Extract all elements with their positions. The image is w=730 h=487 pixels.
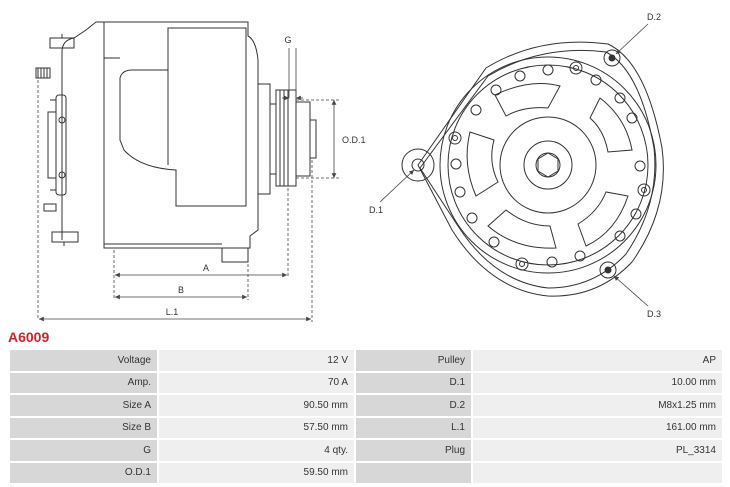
spec-key: G (10, 440, 157, 461)
spec-key: Plug (356, 440, 471, 461)
spec-key: Pulley (356, 350, 471, 371)
spec-value: 4 qty. (159, 440, 354, 461)
spec-value: M8x1.25 mm (473, 395, 722, 416)
label-d3: D.3 (647, 309, 661, 319)
label-d1: D.1 (369, 205, 383, 215)
spec-table: Voltage 12 V Pulley AP Amp. 70 A D.1 10.… (8, 348, 724, 485)
spec-value: 57.50 mm (159, 417, 354, 438)
table-row: Voltage 12 V Pulley AP (10, 350, 722, 371)
spec-value (473, 462, 722, 483)
table-row: Size A 90.50 mm D.2 M8x1.25 mm (10, 395, 722, 416)
label-d2: D.2 (647, 12, 661, 22)
spec-value: 70 A (159, 372, 354, 393)
table-row: O.D.1 59.50 mm (10, 462, 722, 483)
extension-lines (37, 80, 313, 322)
label-od1: O.D.1 (342, 135, 366, 145)
spec-value: 161.00 mm (473, 417, 722, 438)
spec-value: 10.00 mm (473, 372, 722, 393)
spec-key: D.1 (356, 372, 471, 393)
spec-value: AP (473, 350, 722, 371)
table-row: Size B 57.50 mm L.1 161.00 mm (10, 417, 722, 438)
spec-value: 90.50 mm (159, 395, 354, 416)
spec-key: Size A (10, 395, 157, 416)
table-row: Amp. 70 A D.1 10.00 mm (10, 372, 722, 393)
table-row: G 4 qty. Plug PL_3314 (10, 440, 722, 461)
spec-key: Size B (10, 417, 157, 438)
label-g: G (284, 35, 291, 45)
spec-value: 59.50 mm (159, 462, 354, 483)
spec-key: Voltage (10, 350, 157, 371)
dimension-od1 (296, 99, 340, 179)
dimension-g (282, 48, 303, 101)
spec-key: O.D.1 (10, 462, 157, 483)
label-b: B (178, 285, 184, 295)
dimension-arrows (39, 272, 311, 322)
spec-value: PL_3314 (473, 440, 722, 461)
label-l1: L.1 (166, 307, 179, 317)
side-view (35, 21, 317, 263)
spec-key: Amp. (10, 372, 157, 393)
spec-key: D.2 (356, 395, 471, 416)
front-view (401, 41, 664, 297)
front-callouts (379, 23, 649, 307)
spec-key (356, 462, 471, 483)
spec-key: L.1 (356, 417, 471, 438)
part-code: A6009 (8, 329, 50, 345)
technical-drawing: G O.D.1 A B L.1 (35, 12, 664, 322)
spec-value: 12 V (159, 350, 354, 371)
label-a: A (203, 263, 209, 273)
